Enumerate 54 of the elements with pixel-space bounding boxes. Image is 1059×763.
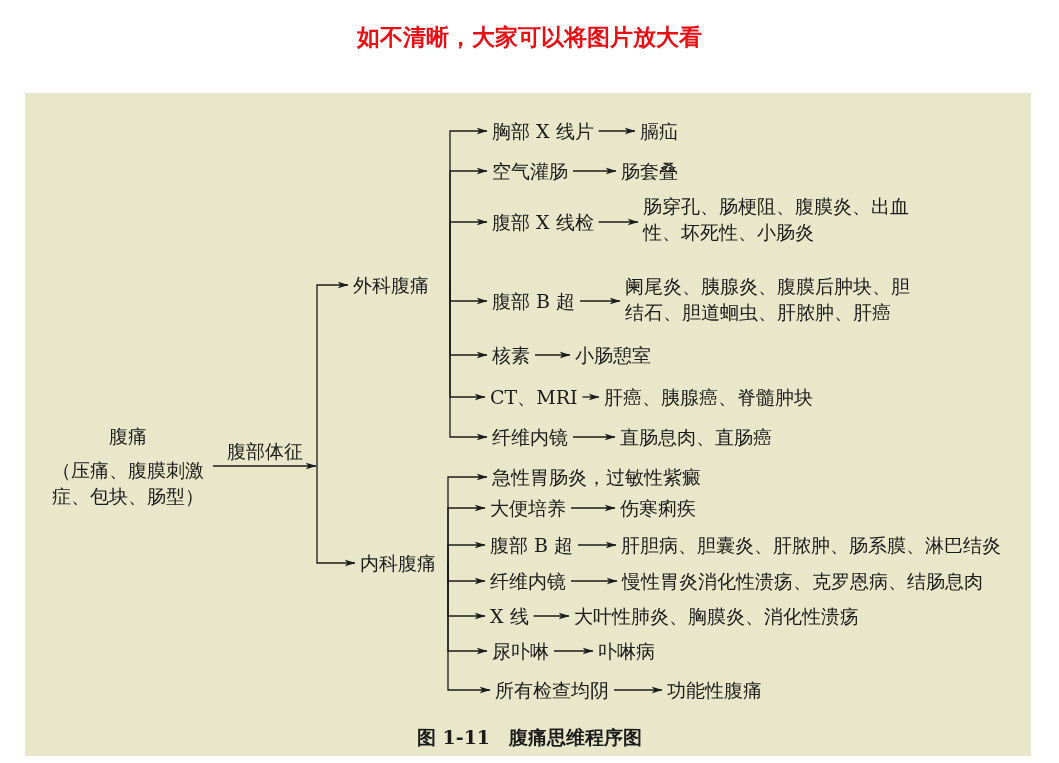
diagnosis-label: 伤寒痢疾 [620, 496, 696, 521]
diagnosis-label: 膈疝 [640, 119, 678, 144]
diagnosis-label: 阑尾炎、胰腺炎、腹膜后肿块、胆结石、胆道蛔虫、肝脓肿、肝癌 [625, 274, 911, 325]
exam-label: 所有检查均阴 [495, 678, 609, 703]
exam-label: X 线 [490, 604, 529, 629]
diagnosis-label: 肝癌、胰腺癌、脊髓肿块 [604, 385, 813, 410]
exam-label: 胸部 X 线片 [492, 119, 594, 144]
arrow [212, 462, 317, 470]
arrow [577, 541, 617, 549]
arrow [534, 351, 571, 359]
signs-text: （压痛、腹膜刺激症、包块、肠型） [51, 458, 205, 509]
arrow [579, 297, 621, 305]
diagnosis-label: 功能性腹痛 [667, 678, 762, 703]
arrow [532, 612, 570, 620]
arrow [570, 577, 618, 585]
arrow [597, 218, 639, 226]
exam-label: 腹部 B 超 [492, 289, 576, 314]
arrow [581, 393, 600, 401]
diagnosis-label: 大叶性肺炎、胸膜炎、消化性溃疡 [574, 604, 859, 629]
diagnosis-label: 慢性胃炎消化性溃疡、克罗恩病、结肠息肉 [622, 569, 983, 594]
category-label: 外科腹痛 [353, 273, 430, 298]
exam-label: CT、MRI [490, 385, 578, 410]
arrow [570, 504, 616, 512]
arrow [316, 281, 349, 467]
arrow [449, 218, 488, 286]
diagnosis-label: 肝胆病、胆囊炎、肝脓肿、肠系膜、淋巴结炎 [621, 533, 1001, 558]
diagnosis-label: 小肠憩室 [575, 343, 651, 368]
exam-label: 核素 [492, 343, 530, 368]
category-label: 内科腹痛 [360, 551, 437, 576]
exam-label: 腹部 X 线检 [492, 210, 594, 235]
arrow [449, 284, 488, 441]
symptom-heading: 腹痛 [109, 424, 147, 449]
exam-label: 空气灌肠 [492, 159, 568, 184]
diagnosis-label: 直肠息肉、直肠癌 [620, 425, 772, 450]
diagnosis-label: 卟啉病 [598, 639, 655, 664]
exam-label: 纤维内镜 [490, 569, 566, 594]
diagnosis-label: 肠穿孔、肠梗阻、腹膜炎、出血性、坏死性、小肠炎 [643, 194, 910, 245]
page-title: 如不清晰，大家可以将图片放大看 [357, 23, 702, 52]
exam-label: 大便培养 [490, 496, 566, 521]
exam-label: 纤维内镜 [492, 425, 568, 450]
edge-label: 腹部体征 [224, 439, 305, 463]
arrow [553, 647, 594, 655]
arrow [447, 541, 486, 564]
arrow [316, 465, 356, 567]
arrow [597, 127, 636, 135]
diagnosis-label: 急性胃肠炎，过敏性紫癜 [492, 465, 701, 490]
arrow [572, 433, 616, 441]
arrow [572, 167, 617, 175]
figure-caption: 图 1-11 腹痛思维程序图 [416, 725, 643, 750]
diagnosis-label: 肠套叠 [621, 159, 678, 184]
exam-label: 腹部 B 超 [490, 533, 574, 558]
arrow [613, 686, 663, 694]
exam-label: 尿卟啉 [492, 639, 549, 664]
arrow [447, 562, 491, 694]
